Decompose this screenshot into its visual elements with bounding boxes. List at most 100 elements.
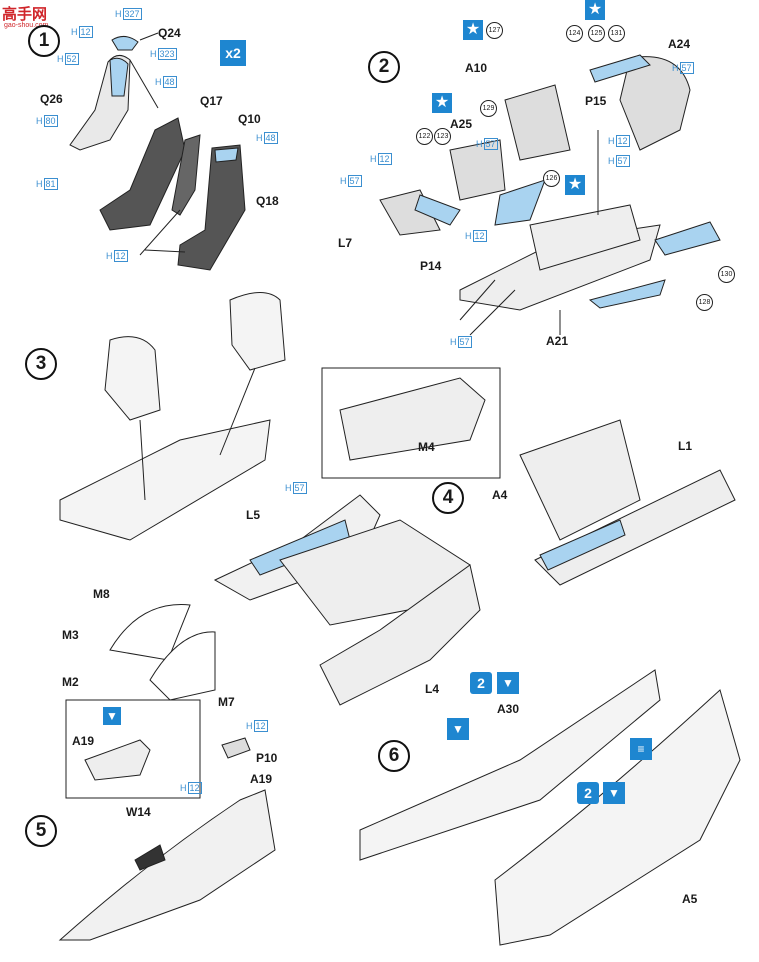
step-6-number: 6 [378, 740, 410, 772]
step-3-number: 3 [25, 348, 57, 380]
decal-number: 125 [588, 25, 605, 42]
star-icon: ★ [565, 175, 585, 195]
seat-step3-right [229, 292, 286, 371]
label-l7: L7 [338, 236, 353, 250]
fuselage-step5 [58, 789, 276, 941]
decal-number: 126 [543, 170, 560, 187]
paint-marker-icon: ▼ [603, 782, 625, 804]
star-icon: ★ [463, 20, 483, 40]
part-a30 [359, 669, 661, 861]
seat-step3-left [104, 336, 161, 421]
decal-number: 130 [718, 266, 735, 283]
decal-131 [589, 54, 651, 83]
part-a5 [494, 689, 741, 946]
label-a19: A19 [250, 772, 273, 786]
decal-number: 127 [486, 22, 503, 39]
part-m8 [109, 604, 191, 661]
label-p15: P15 [585, 94, 607, 108]
decal-128 [588, 279, 666, 309]
step-2-number: 2 [368, 51, 400, 83]
seat-frame-dark [99, 117, 186, 231]
tub-part-step3 [59, 419, 271, 541]
label-q10: Q10 [238, 112, 261, 126]
label-w14: W14 [126, 805, 151, 819]
star-icon: ★ [585, 0, 605, 20]
label-m2: M2 [62, 675, 79, 689]
paint-marker-icon: ▼ [497, 672, 519, 694]
part-l4 [319, 564, 481, 706]
decal-130 [654, 221, 721, 256]
label-l1: L1 [678, 439, 693, 453]
label-m8: M8 [93, 587, 110, 601]
decal-stripe-icon: ≡ [630, 738, 652, 760]
label-a21: A21 [546, 334, 569, 348]
sprue-q24 [111, 36, 139, 51]
label-a4: A4 [492, 488, 508, 502]
decal-number: 131 [608, 25, 625, 42]
seat-side-part [177, 144, 246, 271]
multiplier-badge: x2 [220, 40, 246, 66]
decal-number: 128 [696, 294, 713, 311]
decal-number: 124 [566, 25, 583, 42]
decal-number: 122 [416, 128, 433, 145]
label-m7: M7 [218, 695, 235, 709]
seat-rail-part [171, 134, 201, 216]
step-2-reference-icon: 2 [577, 782, 599, 804]
label-q17: Q17 [200, 94, 223, 108]
seat-tub-step4 [519, 419, 641, 541]
label-l4: L4 [425, 682, 440, 696]
star-icon: ★ [432, 93, 452, 113]
label-a5: A5 [682, 892, 698, 906]
panel-a10 [504, 84, 571, 161]
decal-number: 129 [480, 100, 497, 117]
paint-marker-icon: ▼ [103, 707, 121, 725]
part-l1 [534, 469, 736, 586]
watermark-logo: 高手网 [2, 6, 48, 23]
label-m3: M3 [62, 628, 79, 642]
decal-number: 123 [434, 128, 451, 145]
step-2-reference-icon: 2 [470, 672, 492, 694]
label-p14: P14 [420, 259, 442, 273]
label-a25: A25 [450, 117, 473, 131]
seat-headrest-blue [109, 57, 129, 97]
step-4-number: 4 [432, 482, 464, 514]
label-a10: A10 [465, 61, 488, 75]
label-q18: Q18 [256, 194, 279, 208]
part-m4 [339, 377, 486, 461]
part-m7 [149, 631, 216, 701]
label-m4: M4 [418, 440, 435, 454]
watermark-url: gao-shou.com [4, 22, 49, 29]
label-a19-inset: A19 [72, 734, 95, 748]
panel-a25 [449, 139, 506, 201]
label-a24: A24 [668, 37, 691, 51]
seat-blue-detail [214, 147, 239, 163]
label-a30: A30 [497, 702, 520, 716]
label-l5: L5 [246, 508, 261, 522]
label-q26: Q26 [40, 92, 63, 106]
paint-marker-icon: ▼ [447, 718, 469, 740]
step-1-number: 1 [28, 25, 60, 57]
label-q24: Q24 [158, 26, 181, 40]
